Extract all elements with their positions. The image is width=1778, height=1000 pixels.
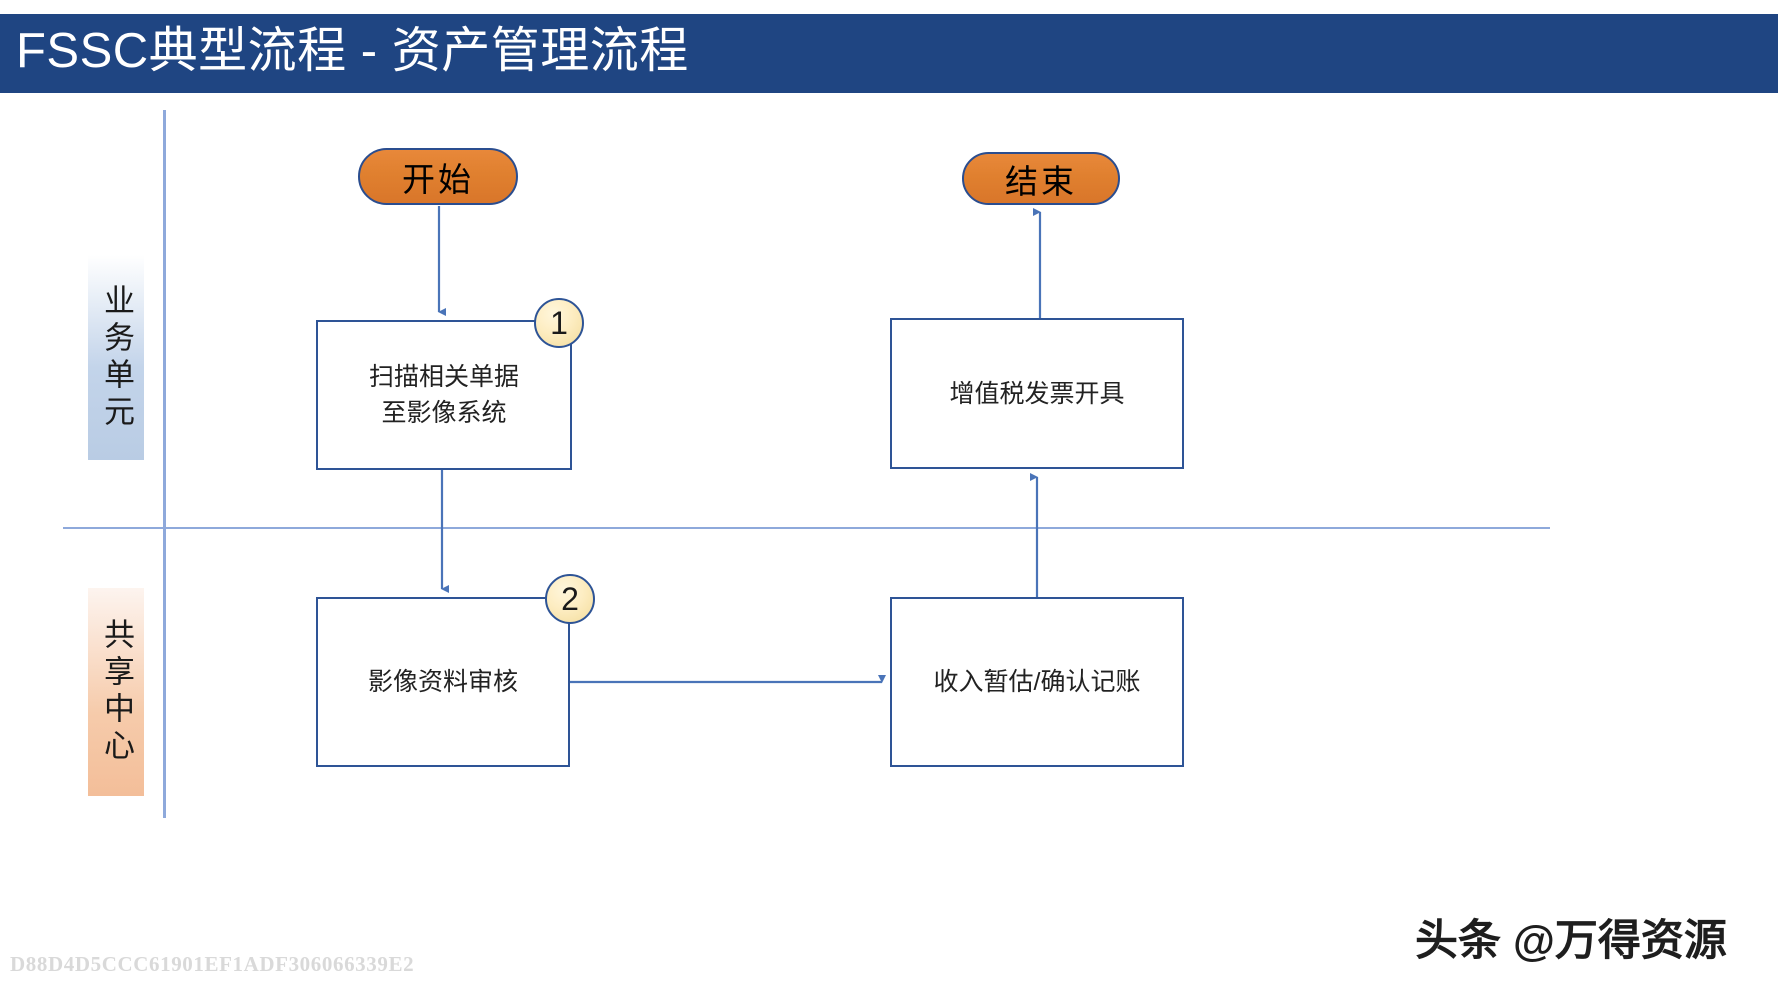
document-code: D88D4D5CCC61901EF1ADF306066339E2 (10, 952, 415, 976)
swimlane-label-business-unit: 业务单元 (88, 255, 144, 460)
process-box-image-review[interactable]: 影像资料审核 (316, 597, 570, 767)
swimlane-vertical-axis (163, 110, 166, 818)
page-title: FSSC典型流程 - 资产管理流程 (16, 24, 689, 78)
step-badge-2: 2 (545, 574, 595, 624)
process-box-scan-documents[interactable]: 扫描相关单据 至影像系统 (316, 320, 572, 470)
swimlane-divider (63, 527, 1550, 529)
terminator-start[interactable]: 开始 (358, 148, 518, 205)
step-badge-1: 1 (534, 298, 584, 348)
swimlane-label-shared-service-center: 共享中心 (88, 588, 144, 796)
process-box-vat-invoice[interactable]: 增值税发票开具 (890, 318, 1184, 469)
watermark-text: 头条 @万得资源 (1415, 917, 1727, 965)
process-box-revenue-accrual[interactable]: 收入暂估/确认记账 (890, 597, 1184, 767)
terminator-end[interactable]: 结束 (962, 152, 1120, 205)
slide-header-bar (0, 14, 1778, 93)
